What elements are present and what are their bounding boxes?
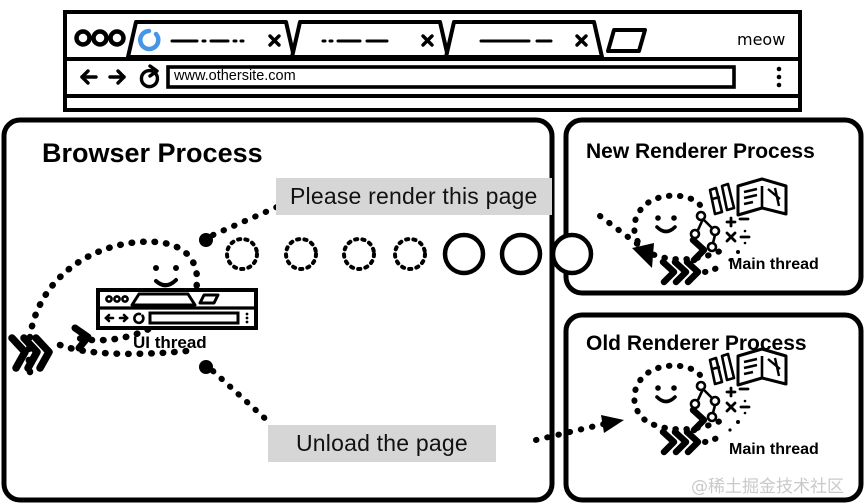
tab-1-close-icon[interactable] — [268, 34, 281, 47]
smiley-face-icon-browser — [153, 265, 179, 288]
loop-chevrons — [8, 334, 53, 372]
math-symbols-icon — [725, 386, 751, 432]
pencils-icon — [708, 352, 736, 386]
book-icon — [736, 347, 788, 387]
math-symbols-icon — [725, 216, 751, 262]
dom-tree-icon — [689, 380, 721, 423]
render-request-anchor — [199, 233, 213, 247]
tab-3-close-icon[interactable] — [575, 34, 588, 47]
queue-slot-empty-4 — [393, 237, 427, 271]
forward-arrow-icon[interactable] — [108, 69, 126, 85]
page-title-browser-process: Browser Process — [42, 138, 263, 168]
new-tab-button[interactable] — [606, 28, 647, 53]
pencils-icon — [708, 182, 736, 216]
render-request-leader — [199, 204, 654, 268]
unload-request-arrowhead — [601, 415, 624, 433]
browser-process-panel — [1, 117, 555, 503]
queue-slot-filled-3 — [550, 232, 594, 276]
address-bar[interactable] — [166, 65, 736, 89]
watermark: @稀土掘金技术社区 — [691, 477, 844, 497]
new-renderer-main-thread-label: Main thread — [729, 256, 819, 273]
old-renderer-panel — [563, 312, 864, 503]
page-title-old-renderer: Old Renderer Process — [586, 332, 807, 355]
render-request-arrowhead — [632, 243, 654, 268]
browser-window-icon — [96, 288, 258, 330]
book-icon — [736, 177, 788, 217]
ui-thread-label: UI thread — [133, 333, 207, 352]
queue-slot-empty-3 — [342, 237, 376, 271]
dot-3-icon — [108, 29, 126, 47]
tab-2[interactable] — [290, 20, 450, 59]
new-renderer-thread-loop — [631, 177, 788, 286]
render-request-label: Please render this page — [276, 178, 552, 215]
loop-arrowhead-1 — [71, 324, 92, 352]
queue-slot-empty-1 — [225, 237, 259, 271]
new-renderer-panel — [563, 117, 864, 296]
address-bar-value[interactable]: www.othersite.com — [174, 68, 296, 84]
work-icons-new — [689, 177, 788, 262]
old-renderer-thread-loop — [631, 347, 788, 456]
dot-2-icon — [91, 29, 109, 47]
unload-request-anchor — [199, 360, 213, 374]
old-renderer-main-thread-label: Main thread — [729, 441, 819, 458]
queue-slot-filled-2 — [499, 232, 543, 276]
reload-icon[interactable] — [139, 64, 160, 89]
brand-label: meow — [737, 30, 786, 49]
toolbar — [80, 64, 782, 89]
window-controls[interactable] — [74, 29, 126, 47]
smiley-face-icon-new — [655, 215, 677, 234]
tab-2-close-icon[interactable] — [421, 34, 434, 47]
queue-slot-filled-1 — [442, 232, 486, 276]
dot-1-icon — [74, 29, 92, 47]
back-arrow-icon[interactable] — [80, 69, 98, 85]
queue-slot-empty-2 — [284, 237, 318, 271]
kebab-menu-icon[interactable] — [776, 66, 782, 88]
page-title-new-renderer: New Renderer Process — [586, 140, 815, 163]
tab-1[interactable] — [126, 20, 296, 59]
tab-3[interactable] — [444, 20, 604, 59]
unload-request-label: Unload the page — [268, 425, 496, 462]
work-icons-old — [689, 347, 788, 432]
loading-spinner-icon — [138, 28, 161, 52]
unload-request-leader — [199, 360, 624, 443]
ipc-message-queue — [225, 232, 594, 276]
smiley-face-icon-old — [655, 385, 677, 404]
browser-window — [63, 10, 802, 112]
dom-tree-icon — [689, 210, 721, 253]
